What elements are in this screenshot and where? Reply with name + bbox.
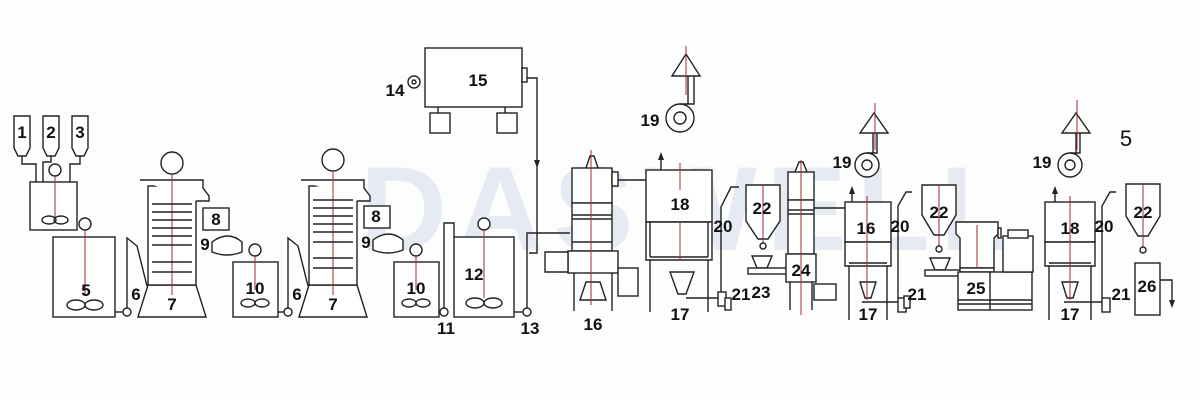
label-25: 25 (967, 279, 986, 298)
heater-15 (407, 47, 540, 254)
label-9: 9 (200, 235, 209, 254)
spray-tower-16 (544, 150, 648, 311)
tower-24 (785, 160, 846, 315)
label-21: 21 (908, 285, 927, 304)
label-11: 11 (437, 319, 455, 338)
label-14: 14 (386, 81, 405, 100)
silo-22-b (921, 184, 962, 277)
label-17: 17 (671, 305, 690, 324)
label-10: 10 (246, 279, 265, 298)
label-22: 22 (930, 203, 949, 222)
label-6: 6 (292, 285, 301, 304)
packing-26 (1134, 262, 1175, 316)
label-15: 15 (469, 71, 488, 90)
label-2: 2 (46, 123, 55, 142)
label-7: 7 (167, 295, 176, 314)
label-21: 21 (732, 285, 751, 304)
label-17: 17 (1061, 305, 1080, 324)
label-9: 9 (361, 233, 370, 252)
label-5: 5 (1120, 126, 1132, 151)
tank-10-b (393, 222, 455, 318)
label-20: 20 (1095, 217, 1114, 236)
exhaust-fan-19-a (665, 46, 702, 133)
label-23: 23 (752, 283, 771, 302)
cyclone-18-a (645, 152, 739, 312)
equipment-labels: 1 2 3 5 6 7 8 9 10 6 7 8 9 10 11 12 13 1… (17, 71, 1156, 338)
label-19: 19 (1033, 153, 1052, 172)
label-24: 24 (792, 261, 811, 280)
tank-10-a (232, 236, 309, 318)
label-19: 19 (641, 111, 660, 130)
label-13: 13 (521, 319, 540, 338)
label-8: 8 (211, 210, 220, 229)
machine-25 (955, 221, 1034, 311)
label-16: 16 (584, 315, 603, 334)
cyclone-16-b (844, 103, 912, 320)
label-19: 19 (833, 153, 852, 172)
label-20: 20 (891, 217, 910, 236)
label-5: 5 (81, 281, 90, 300)
label-20: 20 (714, 217, 733, 236)
cyclone-18-c (1044, 100, 1116, 320)
label-7: 7 (328, 295, 337, 314)
label-18: 18 (671, 195, 690, 214)
label-22: 22 (1134, 203, 1153, 222)
label-21: 21 (1112, 285, 1131, 304)
tank-12 (453, 217, 570, 318)
label-12: 12 (465, 265, 484, 284)
label-22: 22 (753, 199, 772, 218)
label-16: 16 (857, 219, 876, 238)
silo-22-c (1125, 183, 1161, 254)
label-10: 10 (407, 279, 426, 298)
label-18: 18 (1061, 219, 1080, 238)
label-17: 17 (859, 305, 878, 324)
mixing-tank-4 (29, 163, 78, 231)
column-7-a (137, 151, 243, 318)
label-8: 8 (371, 207, 380, 226)
tank-5 (52, 217, 148, 318)
label-6: 6 (131, 285, 140, 304)
raw-material-hoppers (13, 115, 89, 184)
silo-22-a (745, 184, 789, 275)
label-3: 3 (75, 123, 84, 142)
label-1: 1 (17, 123, 26, 142)
column-7-b (298, 148, 404, 318)
label-26: 26 (1138, 277, 1157, 296)
